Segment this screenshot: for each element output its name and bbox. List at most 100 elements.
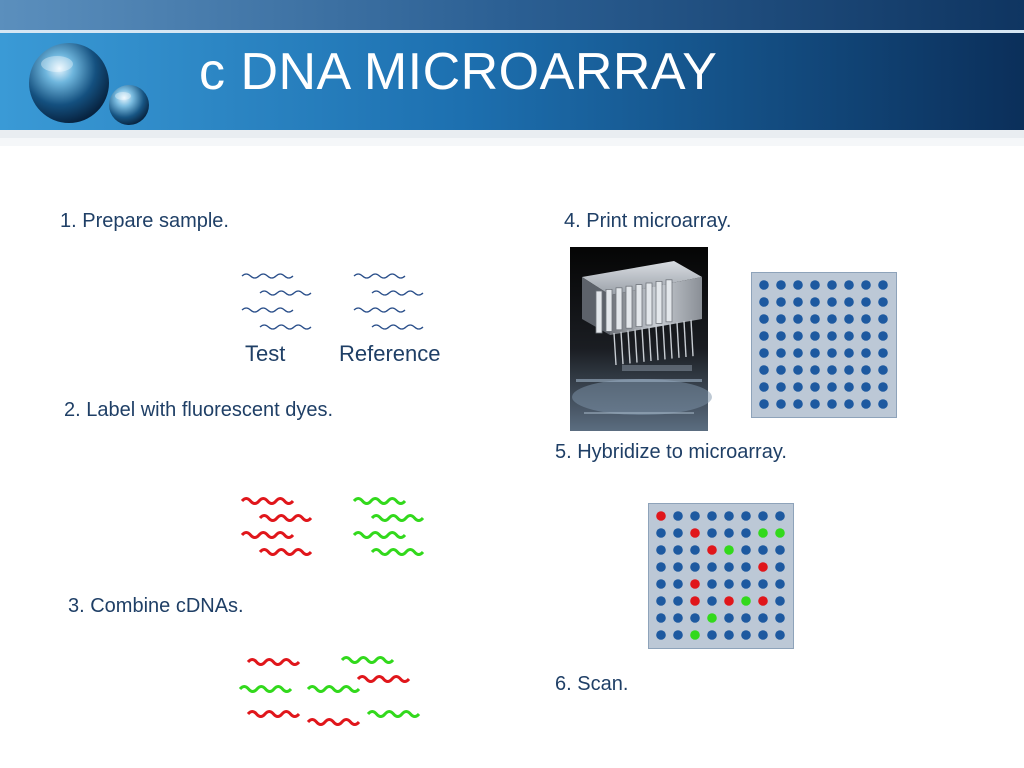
- unbound-spot: [673, 511, 683, 521]
- unbound-spot: [861, 314, 871, 324]
- unbound-spot: [793, 382, 803, 392]
- unbound-spot: [878, 331, 888, 341]
- print-pin: [613, 332, 617, 366]
- unbound-spot: [776, 297, 786, 307]
- print-head-bar: [605, 289, 613, 332]
- unbound-spot: [673, 545, 683, 555]
- logo-orbs-icon: [29, 43, 149, 125]
- step-1-label: 1. Prepare sample.: [60, 210, 229, 232]
- green-spot: [690, 630, 700, 640]
- unbound-spot: [844, 382, 854, 392]
- unbound-spot: [878, 348, 888, 358]
- green-labeled-strand: [352, 531, 407, 539]
- unbound-spot: [878, 280, 888, 290]
- unbound-spot: [759, 314, 769, 324]
- unbound-spot: [759, 382, 769, 392]
- red-spot: [690, 596, 700, 606]
- unbound-spot: [656, 630, 666, 640]
- step-6-label: 6. Scan.: [555, 673, 629, 695]
- green-spot: [707, 613, 717, 623]
- print-pin: [683, 320, 687, 358]
- unbound-spot: [776, 399, 786, 409]
- unbound-spot: [759, 399, 769, 409]
- unbound-spot: [827, 331, 837, 341]
- unbound-spot: [810, 365, 820, 375]
- print-head-bar: [635, 284, 643, 327]
- unbound-spot: [810, 331, 820, 341]
- unbound-spot: [810, 382, 820, 392]
- unbound-spot: [758, 545, 768, 555]
- reference-sample-label: Reference: [339, 341, 441, 366]
- unbound-spot: [759, 348, 769, 358]
- unbound-spot: [656, 613, 666, 623]
- red-labeled-strand: [306, 718, 361, 726]
- title-bar-background: [0, 0, 1024, 146]
- unbound-spot: [810, 314, 820, 324]
- unbound-spot: [861, 297, 871, 307]
- unbound-spot: [724, 630, 734, 640]
- unbound-spot: [707, 596, 717, 606]
- unbound-spot: [758, 579, 768, 589]
- unbound-spot: [776, 314, 786, 324]
- test-strand: [259, 290, 312, 296]
- unbound-spot: [844, 297, 854, 307]
- print-pin: [669, 323, 673, 359]
- step-2-label: 2. Label with fluorescent dyes.: [64, 399, 334, 421]
- unbound-spot: [878, 314, 888, 324]
- unbound-spot: [656, 528, 666, 538]
- print-head-bar: [625, 285, 633, 329]
- unbound-spot: [759, 297, 769, 307]
- unbound-spot: [741, 562, 751, 572]
- red-spot: [724, 596, 734, 606]
- unbound-spot: [673, 613, 683, 623]
- print-pin: [641, 328, 645, 362]
- unbound-spot: [861, 348, 871, 358]
- unbound-spot: [656, 545, 666, 555]
- unbound-spot: [724, 579, 734, 589]
- test-strand: [241, 307, 294, 313]
- unbound-spot: [827, 365, 837, 375]
- unbound-spot: [724, 528, 734, 538]
- reference-strand: [371, 324, 424, 330]
- unbound-spot: [673, 579, 683, 589]
- red-spot: [690, 579, 700, 589]
- unbound-spot: [793, 348, 803, 358]
- unbound-spot: [827, 399, 837, 409]
- step-3-label: 3. Combine cDNAs.: [68, 595, 244, 617]
- unbound-spot: [707, 528, 717, 538]
- unbound-spot: [861, 280, 871, 290]
- unbound-spot: [690, 511, 700, 521]
- red-labeled-strand: [240, 497, 295, 505]
- green-labeled-strand: [352, 497, 407, 505]
- combined-dna-strands: [238, 656, 421, 726]
- unbound-spot: [775, 630, 785, 640]
- hybridized-microarray: [648, 503, 794, 649]
- hybridized-array-slide: [648, 503, 794, 649]
- unbound-spot: [844, 348, 854, 358]
- unbound-spot: [776, 348, 786, 358]
- unbound-spot: [690, 613, 700, 623]
- print-head-bar: [655, 281, 663, 324]
- step-4-label: 4. Print microarray.: [564, 210, 732, 232]
- unbound-spot: [793, 314, 803, 324]
- test-sample-label: Test: [245, 341, 286, 366]
- unbound-spot: [690, 562, 700, 572]
- unbound-spot: [810, 297, 820, 307]
- green-labeled-strand: [370, 514, 425, 522]
- unbound-spot: [758, 630, 768, 640]
- printed-microarray: [751, 272, 897, 418]
- unbound-spot: [656, 562, 666, 572]
- unbound-spot: [844, 399, 854, 409]
- unbound-spot: [793, 399, 803, 409]
- unbound-spot: [810, 280, 820, 290]
- unbound-spot: [810, 348, 820, 358]
- unbound-spot: [827, 314, 837, 324]
- array-printer-image: [570, 247, 712, 431]
- unbound-spot: [793, 280, 803, 290]
- unbound-spot: [775, 545, 785, 555]
- test-strand: [259, 324, 312, 330]
- unbound-spot: [844, 280, 854, 290]
- unbound-spot: [776, 365, 786, 375]
- print-head-bar: [665, 279, 673, 323]
- print-pin: [648, 326, 652, 362]
